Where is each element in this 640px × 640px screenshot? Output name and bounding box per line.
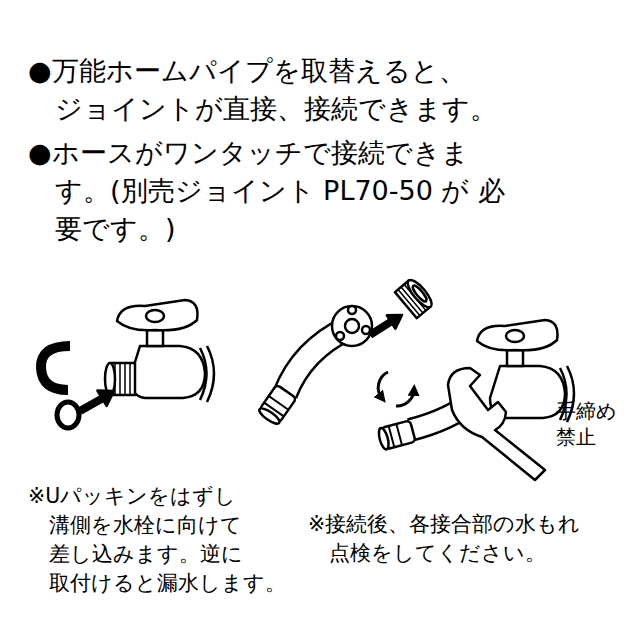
wrench — [448, 368, 545, 480]
rotation-arrow — [378, 372, 388, 398]
elbow-joint — [257, 306, 372, 426]
attach-arrow — [370, 321, 392, 335]
insert-arrow — [80, 398, 103, 411]
thread-adapter — [395, 277, 435, 318]
caution-note: ※Uパッキンをはずし 溝側を水栓に向けて 差し込みます。逆に 取付けると漏水しま… — [28, 482, 315, 598]
warning-label: 手締め 禁止 — [556, 398, 636, 450]
rotation-arrow — [396, 390, 414, 406]
attach-arrow-head — [387, 315, 402, 329]
note-bullet: ●ホースがワンタッチで接続できま す。(別売ジョイント PL70-50 が 必要… — [28, 134, 519, 248]
caution-note: ※接続後、各接合部の水もれ 点検をしてください。 — [308, 510, 636, 568]
note-bullet: ●万能ホームパイプを取替えると、 ジョイントが直接、接続できます。 — [28, 52, 541, 128]
faucet-left — [105, 300, 214, 402]
removed-pipe — [41, 346, 70, 390]
u-packing — [57, 402, 79, 428]
insert-arrow-head — [97, 391, 114, 406]
